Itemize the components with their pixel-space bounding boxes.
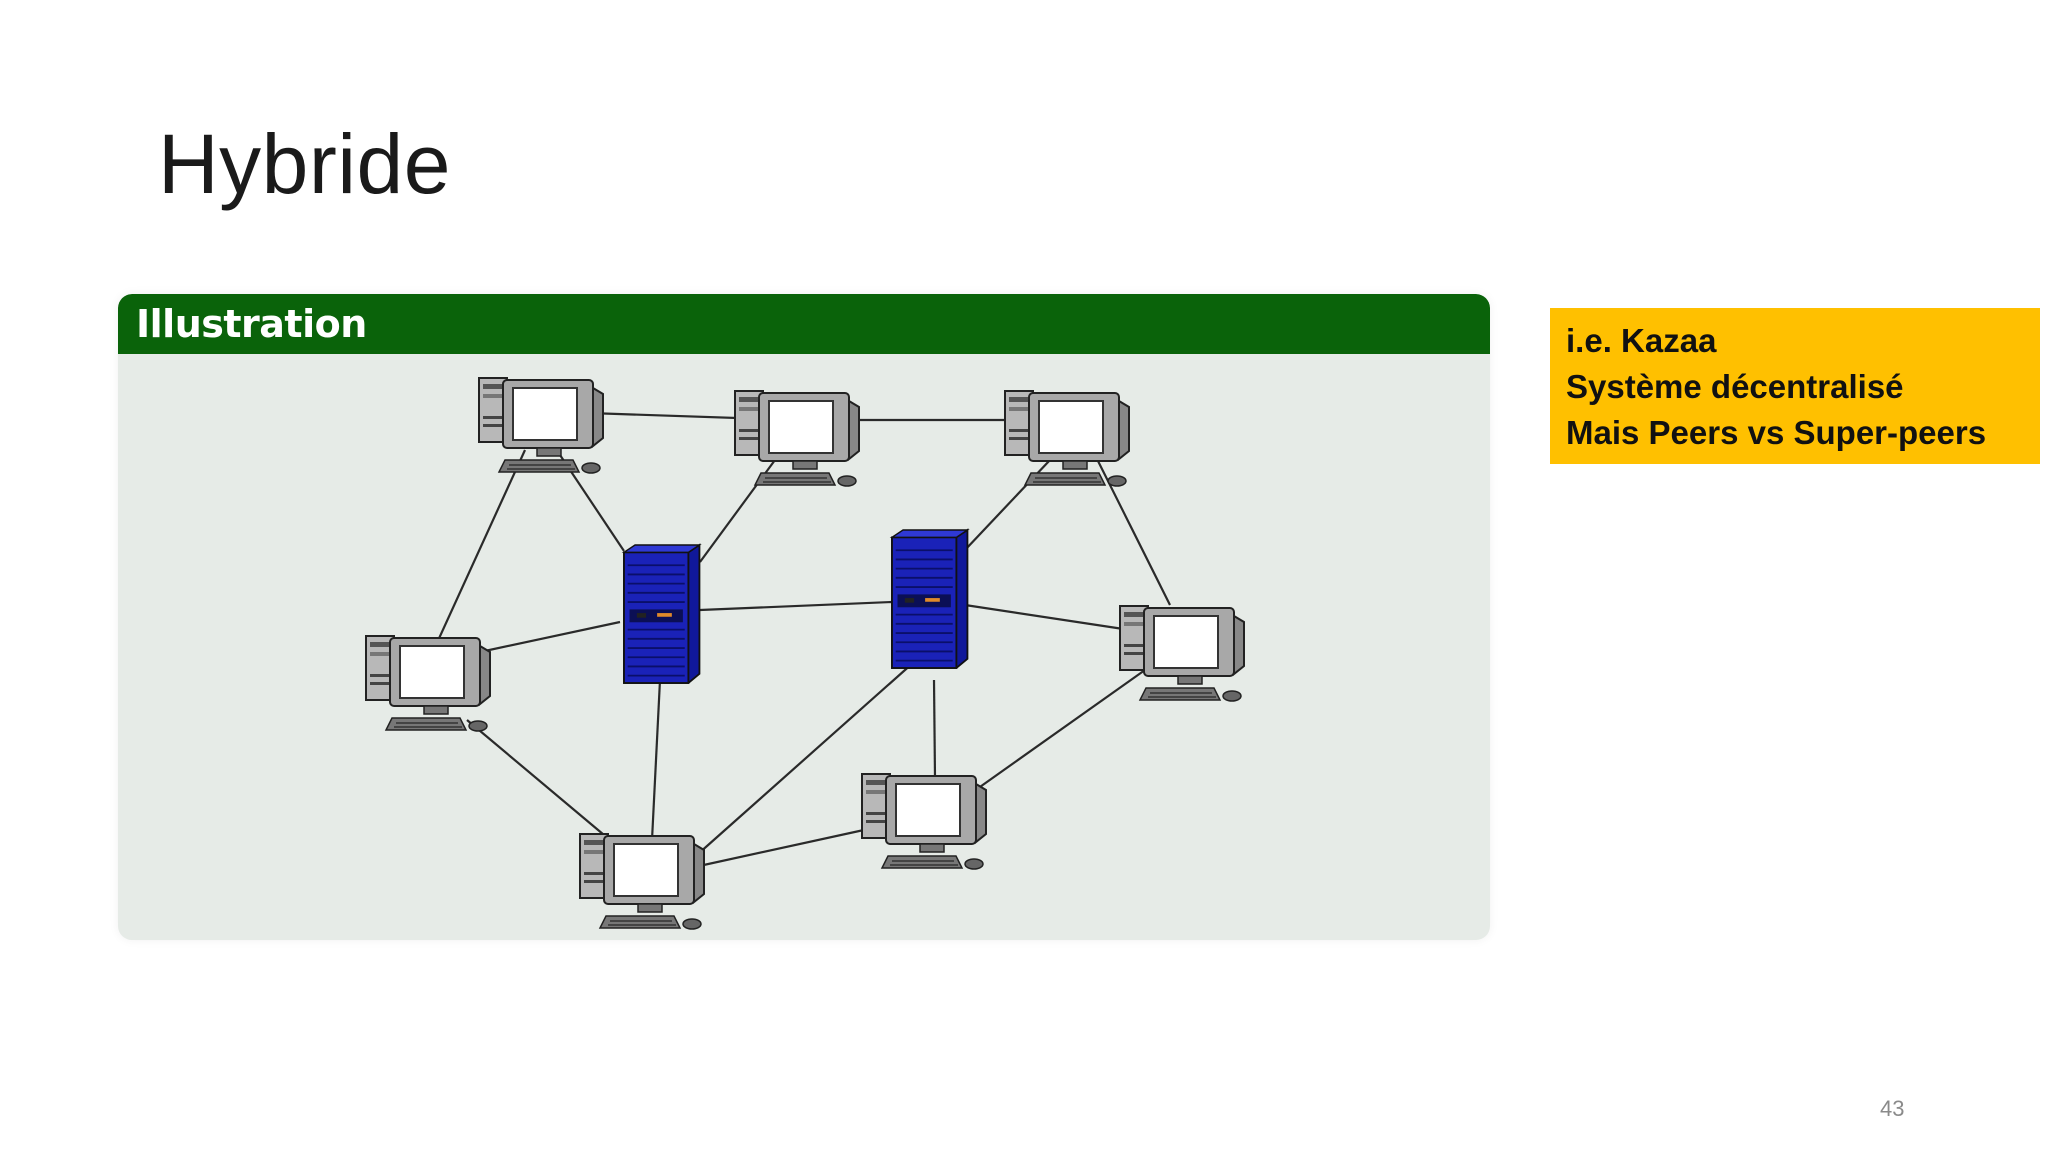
link — [689, 826, 874, 870]
computer-middle-left — [365, 635, 491, 732]
callout-box: i.e. Kazaa Système décentralisé Mais Pee… — [1550, 308, 2040, 464]
computer-top-left — [478, 377, 604, 474]
link — [650, 679, 662, 841]
computer-top-right — [1004, 390, 1130, 487]
computer-top-middle — [734, 390, 860, 487]
illustration-header: Illustration — [118, 294, 1490, 354]
link — [434, 449, 527, 646]
link — [964, 603, 1131, 632]
server-right — [891, 529, 969, 669]
callout-line-system: Système décentralisé — [1566, 368, 1904, 405]
link — [1094, 454, 1171, 606]
link — [479, 620, 621, 654]
callout-line-example: i.e. Kazaa — [1566, 322, 1717, 359]
slide-title: Hybride — [158, 117, 451, 211]
illustration-label: Illustration — [136, 302, 367, 346]
page-number: 43 — [1880, 1096, 1905, 1121]
computer-bottom-right — [861, 773, 987, 870]
link — [699, 600, 893, 612]
link — [932, 679, 937, 779]
computer-bottom-left — [579, 833, 705, 930]
link — [679, 645, 933, 871]
computer-middle-right — [1119, 605, 1245, 702]
callout-line-peers: Mais Peers vs Super-peers — [1566, 414, 1987, 451]
link — [466, 719, 611, 841]
server-left — [623, 544, 701, 684]
link — [969, 669, 1146, 795]
